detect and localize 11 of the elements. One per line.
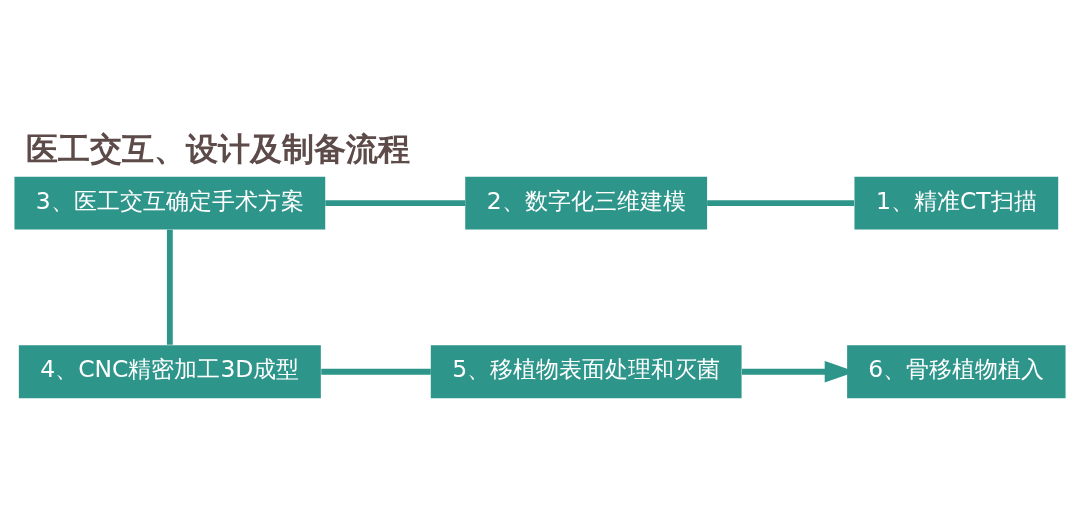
connector	[707, 200, 855, 207]
node-box: 1、精准CT扫描	[854, 176, 1059, 230]
connector	[321, 368, 431, 375]
connector	[325, 200, 466, 207]
node-box: 5、移植物表面处理和灭菌	[430, 345, 742, 399]
connector	[166, 229, 173, 345]
node-box: 4、CNC精密加工3D成型	[18, 345, 321, 399]
node-box: 6、骨移植物植入	[847, 345, 1066, 399]
node-box: 3、医工交互确定手术方案	[14, 176, 326, 230]
diagram-title: 医工交互、设计及制备流程	[26, 130, 411, 169]
node-box: 2、数字化三维建模	[465, 176, 708, 230]
